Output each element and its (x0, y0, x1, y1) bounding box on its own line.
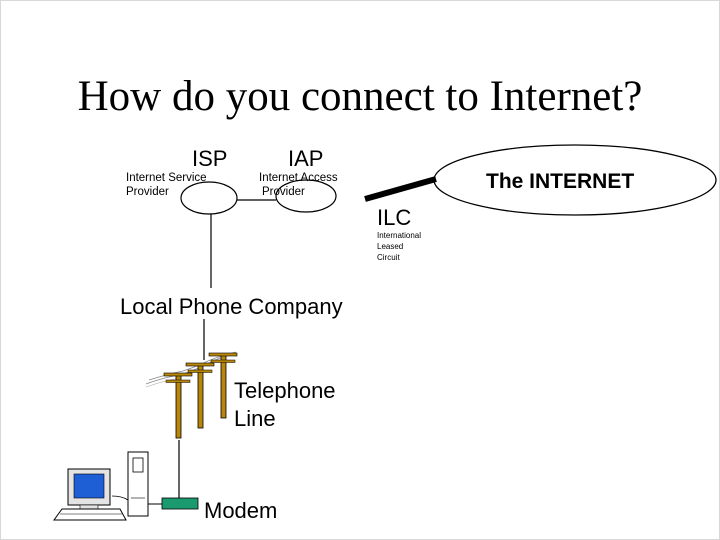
ilc-link (364, 176, 437, 202)
telephone-line-label-1: Telephone (234, 378, 336, 403)
modem-icon (148, 497, 199, 510)
computer-icon (53, 451, 149, 521)
ilc-name-line3: Circuit (377, 253, 400, 262)
internet-label: The INTERNET (486, 170, 635, 193)
isp-abbr: ISP (192, 146, 228, 171)
telephone-pole-icon (145, 351, 238, 439)
slide-title: How do you connect to Internet? (77, 73, 643, 120)
iap-node (275, 179, 337, 213)
ilc-name-line2: Leased (377, 242, 404, 251)
isp-name-line1: Internet Service (126, 172, 207, 184)
ilc-abbr: ILC (377, 205, 412, 230)
iap-abbr: IAP (288, 146, 324, 171)
ilc-name-line1: International (377, 231, 422, 240)
isp-node (180, 181, 238, 215)
phone-company-label: Local Phone Company (120, 294, 343, 320)
iap-name-line2: Provider (262, 186, 305, 198)
telephone-line-label-2: Line (234, 406, 276, 431)
isp-name-line2: Provider (126, 186, 169, 198)
modem-label: Modem (204, 498, 278, 523)
iap-name-line1: Internet Access (259, 172, 338, 184)
